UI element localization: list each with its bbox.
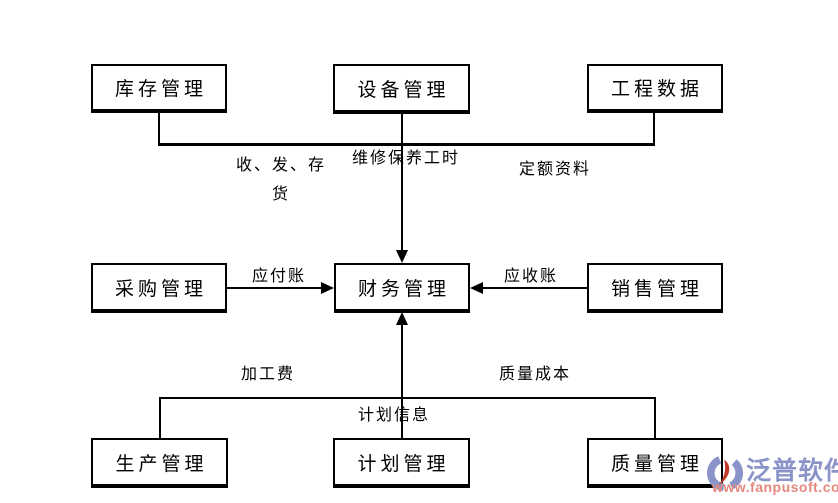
edge-center-to-finance-top (401, 114, 403, 252)
edge-label-accounts-payable: 应付账 (251, 268, 307, 285)
fanpu-logo-icon (706, 455, 744, 492)
edge-production-riser (159, 397, 161, 438)
edge-label-line2: 货 (271, 186, 291, 203)
fanpu-logo: 泛普软件 www.fanpusoft.com (704, 450, 838, 500)
arrowhead-into-finance-bottom (396, 312, 408, 325)
node-equipment-management: 设备管理 (333, 64, 470, 114)
edge-quality-riser (654, 397, 656, 438)
node-inventory-management: 库存管理 (91, 64, 227, 113)
edge-label-maintenance-hours: 维修保养工时 (351, 150, 461, 167)
arrowhead-into-finance-top (396, 250, 408, 263)
edge-label-plan-info: 计划信息 (357, 407, 431, 424)
node-purchase-management: 采购管理 (91, 263, 227, 313)
edge-engineering-drop (653, 112, 655, 146)
edge-label-quota-data: 定额资料 (518, 161, 592, 178)
arrowhead-into-finance-right (470, 282, 483, 294)
edge-top-horizontal (158, 143, 655, 146)
edge-label-line1: 收、发、存 (235, 157, 327, 174)
edge-planning-to-finance (401, 324, 403, 438)
edge-label-processing-fee: 加工费 (240, 366, 296, 383)
edge-label-quality-cost: 质量成本 (498, 366, 572, 383)
edge-label-accounts-receivable: 应收账 (503, 268, 559, 285)
node-planning-management: 计划管理 (333, 438, 470, 488)
edge-inventory-drop (158, 112, 160, 146)
fanpu-logo-brand-text: 泛普软件 (746, 457, 838, 485)
node-finance-management: 财务管理 (334, 263, 470, 313)
edge-purchase-to-finance (227, 287, 323, 289)
arrowhead-into-finance-left (321, 282, 334, 294)
node-sales-management: 销售管理 (587, 263, 723, 313)
fanpu-logo-url-text: www.fanpusoft.com (712, 479, 838, 495)
node-quality-management: 质量管理 (587, 438, 723, 488)
node-production-management: 生产管理 (91, 438, 228, 488)
node-engineering-data: 工程数据 (587, 64, 723, 113)
edge-bottom-horizontal (159, 397, 656, 399)
edge-sales-to-finance (482, 287, 587, 289)
edge-label-inventory-flow: 收、发、存 货 (236, 151, 326, 209)
